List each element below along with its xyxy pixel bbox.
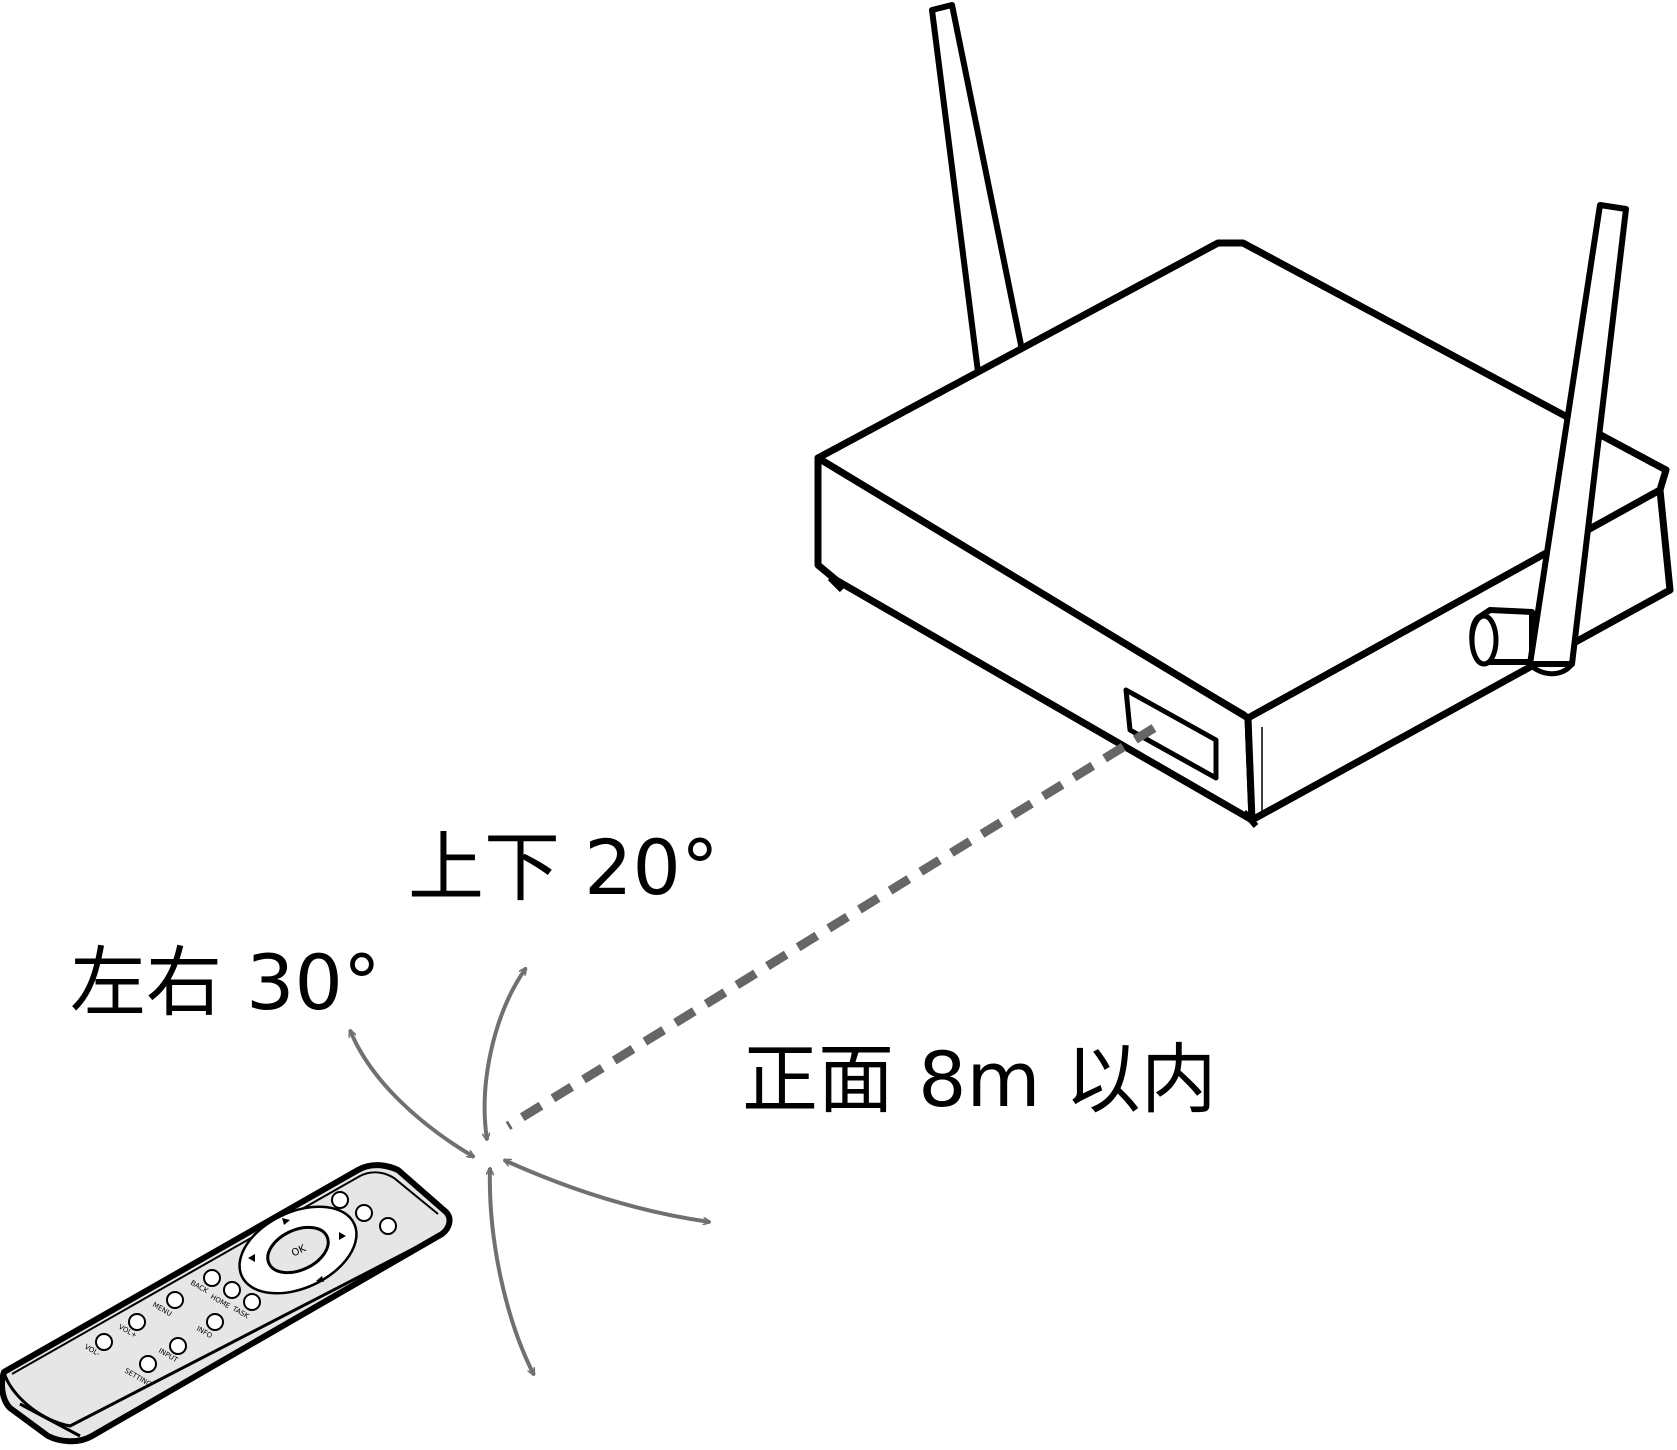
distance-label: 正面 8m 以内 [742,1035,1217,1124]
vol-down-button [95,1333,113,1351]
input-button [169,1337,187,1355]
receiver-device [814,2,1674,828]
antenna-back [929,2,1025,375]
remote-function-buttons [95,1269,261,1373]
ir-beam-line [505,724,1157,1130]
remote-control: OK BACK HOME TA [0,1162,453,1445]
info-button [206,1313,224,1331]
power-button [331,1191,349,1209]
horizontal-angle-label: 左右 30° [70,938,381,1027]
ir-receiver-window [1123,687,1219,781]
home-button [223,1281,241,1299]
horizontal-arrow-left [348,1030,474,1159]
vertical-arrow-up [485,968,528,1140]
vol-up-button [128,1313,146,1331]
task-button [243,1293,261,1311]
setting-button [139,1355,157,1373]
antenna-front [1469,202,1629,677]
menu-button [166,1291,184,1309]
angle-arrows [348,968,710,1375]
back-button [203,1269,221,1287]
horizontal-arrow-right [504,1158,710,1222]
vertical-angle-label: 上下 20° [408,823,719,912]
mute-button [355,1204,373,1222]
box-body [814,239,1674,828]
remote-top-buttons [331,1191,397,1235]
volume-button [379,1217,397,1235]
vertical-arrow-down [490,1168,536,1375]
remote-dpad: OK [238,1205,358,1295]
